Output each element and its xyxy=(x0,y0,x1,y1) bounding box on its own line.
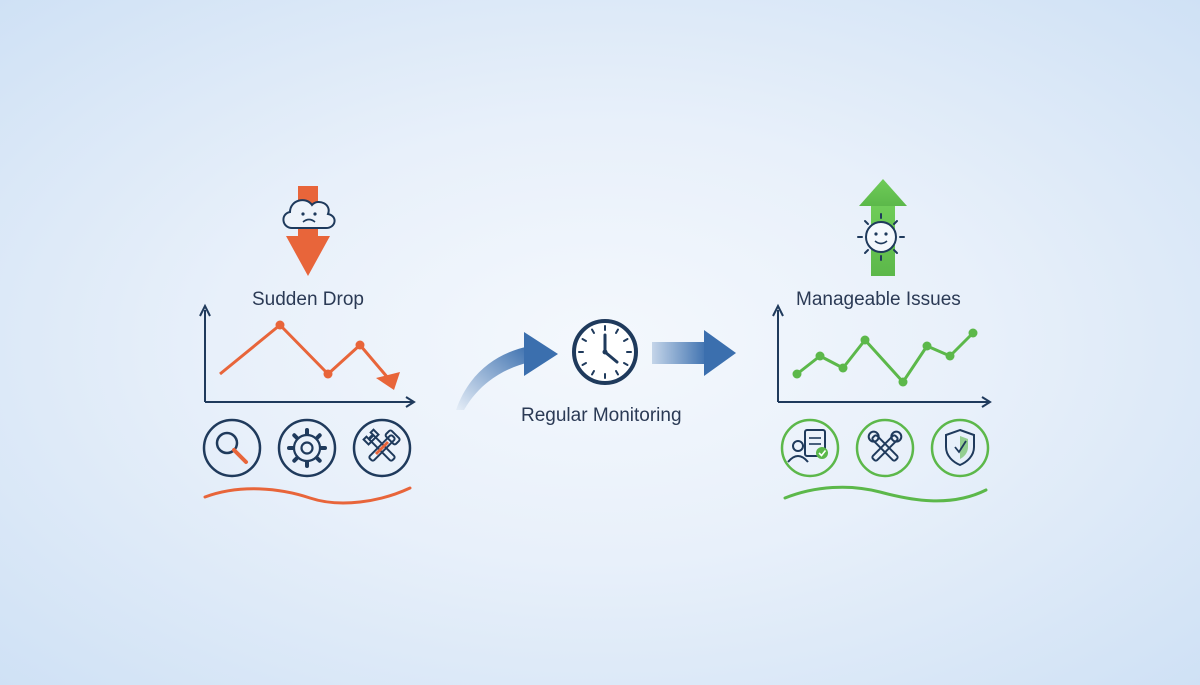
right-trend-line xyxy=(792,328,978,387)
tools-icon xyxy=(855,418,915,478)
clock-icon xyxy=(572,319,638,385)
right-wave-underline xyxy=(783,485,988,503)
checklist-user-icon xyxy=(780,418,840,478)
tools-icon xyxy=(352,418,412,478)
shield-icon xyxy=(930,418,990,478)
left-panel-title: Sudden Drop xyxy=(252,289,364,310)
curved-arrow-icon xyxy=(456,332,558,410)
left-chart-axes xyxy=(199,303,416,408)
straight-arrow-icon xyxy=(652,330,736,376)
smiling-sun-icon xyxy=(857,213,905,261)
gear-icon xyxy=(277,418,337,478)
left-panel xyxy=(199,186,416,505)
search-icon xyxy=(202,418,262,478)
center-label: Regular Monitoring xyxy=(521,405,682,426)
left-trend-line xyxy=(219,320,400,390)
left-wave-underline xyxy=(203,486,412,505)
down-arrow-icon xyxy=(286,186,330,276)
right-panel xyxy=(772,179,992,503)
sad-cloud-icon xyxy=(282,199,336,229)
right-chart-axes xyxy=(772,303,992,408)
center-panel xyxy=(456,319,736,410)
right-panel-title: Manageable Issues xyxy=(796,289,961,310)
